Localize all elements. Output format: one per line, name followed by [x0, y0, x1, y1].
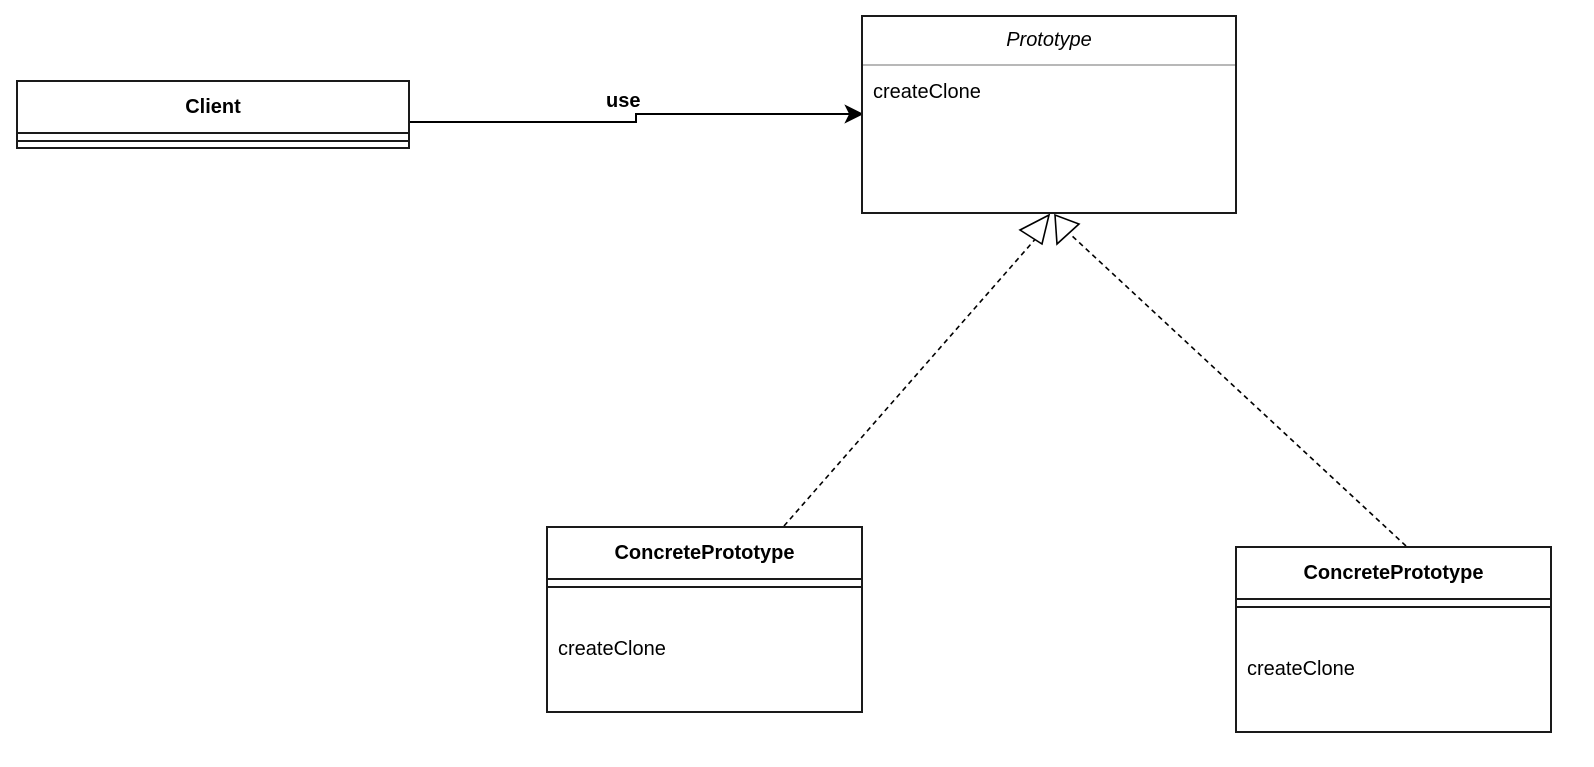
concrete-prototype-left-class[interactable]: ConcretePrototype createClone [546, 526, 863, 713]
client-class-divider [18, 132, 408, 134]
client-class[interactable]: Client [16, 80, 410, 149]
client-methods-divider [18, 140, 408, 142]
use-arrowhead [844, 104, 864, 124]
concrete-prototype-left-name: ConcretePrototype [614, 541, 795, 564]
use-association-line [410, 113, 852, 123]
prototype-interface-divider [863, 64, 1235, 66]
realization-line-left [783, 235, 1039, 527]
prototype-method-createclone: createClone [873, 81, 981, 103]
client-class-name: Client [185, 95, 241, 118]
use-association-label: use [606, 90, 641, 112]
concrete-left-method-createclone: createClone [558, 638, 666, 660]
concrete-prototype-right-name: ConcretePrototype [1303, 561, 1484, 584]
realization-arrowhead-left [1018, 213, 1051, 246]
prototype-interface[interactable]: Prototype createClone [861, 15, 1237, 214]
concrete-left-divider [548, 578, 861, 580]
concrete-prototype-right-class[interactable]: ConcretePrototype createClone [1235, 546, 1552, 733]
concrete-left-methods-divider [548, 586, 861, 588]
realization-arrowhead-right [1054, 213, 1081, 246]
concrete-right-methods-divider [1237, 606, 1550, 608]
prototype-interface-name: Prototype [1006, 29, 1092, 51]
concrete-right-method-createclone: createClone [1247, 658, 1355, 680]
concrete-right-divider [1237, 598, 1550, 600]
realization-line-right [1069, 233, 1407, 547]
